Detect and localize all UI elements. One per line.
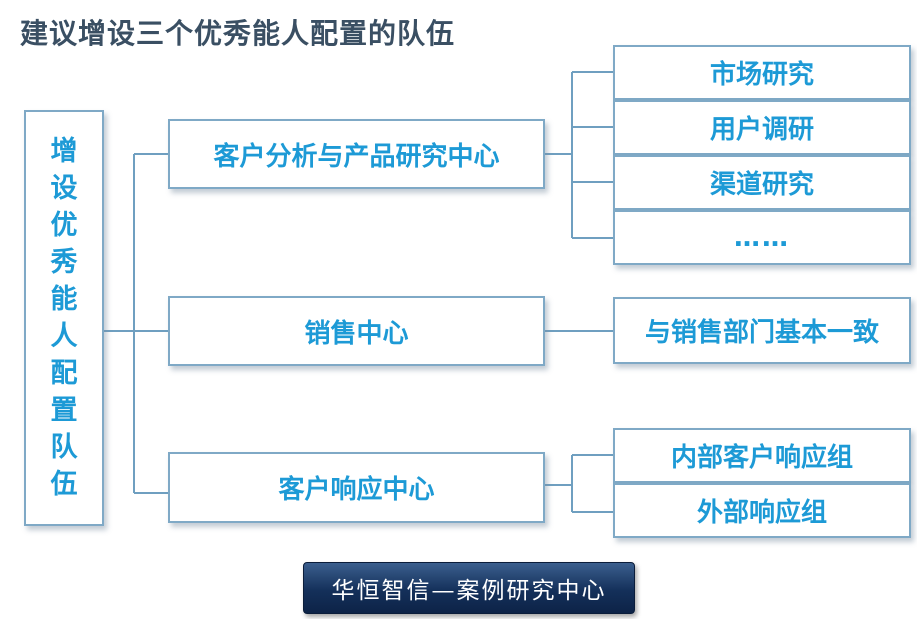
center-customer-response: 客户响应中心: [168, 452, 545, 523]
center-sales: 销售中心: [168, 296, 545, 366]
root-char: 秀: [50, 247, 78, 278]
root-char: 置: [50, 395, 78, 426]
root-node-box: 增 设 优 秀 能 人 配 置 队 伍: [24, 110, 104, 526]
root-char: 设: [50, 173, 78, 204]
root-char: 队: [50, 432, 78, 463]
root-char: 伍: [50, 469, 78, 500]
center-customer-analysis: 客户分析与产品研究中心: [168, 119, 545, 189]
leaf-user-survey: 用户调研: [613, 100, 911, 155]
page-title: 建议增设三个优秀能人配置的队伍: [20, 17, 456, 50]
leaf-channel-research: 渠道研究: [613, 155, 911, 210]
leaf-sales-same: 与销售部门基本一致: [613, 297, 911, 364]
root-char: 优: [50, 210, 78, 241]
footer-banner: 华恒智信—案例研究中心: [303, 562, 635, 614]
leaf-internal-response: 内部客户响应组: [613, 428, 911, 483]
root-char: 配: [50, 358, 78, 389]
root-char: 人: [50, 321, 78, 352]
leaf-ellipsis: ……: [613, 210, 911, 265]
root-char: 能: [50, 284, 78, 315]
root-char: 增: [50, 136, 78, 167]
leaf-external-response: 外部响应组: [613, 483, 911, 538]
leaf-market-research: 市场研究: [613, 45, 911, 100]
